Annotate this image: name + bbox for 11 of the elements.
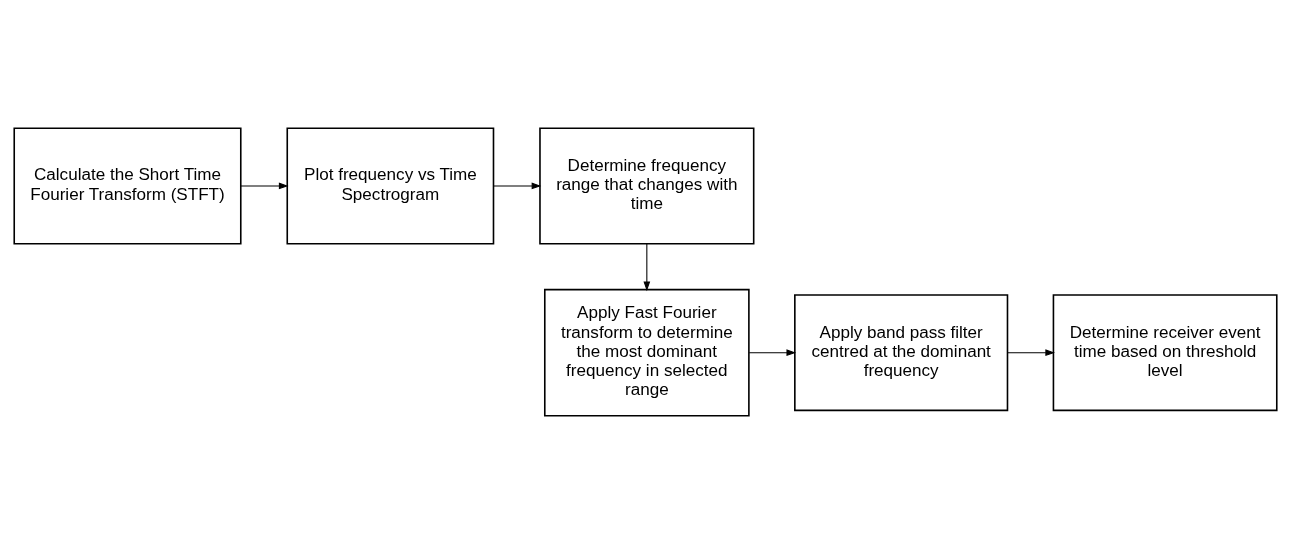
arrow xyxy=(748,349,797,357)
node-box: Calculate the Short Time Fourier Transform (STFT) xyxy=(13,127,242,245)
node-box: Plot frequency vs Time Spectrogram xyxy=(286,127,495,245)
node-box: Determine frequency range that changes with time xyxy=(539,127,755,245)
node-box: Determine receiver event time based on threshold level xyxy=(1052,294,1278,412)
node-box: Apply band pass filter centred at the dominant frequency xyxy=(794,294,1009,412)
arrow xyxy=(240,182,289,190)
arrow xyxy=(643,243,651,292)
arrow xyxy=(493,182,542,190)
arrow xyxy=(1007,349,1055,357)
node-box: Apply Fast Fourier transform to determine the most dominant frequency in selected range xyxy=(544,288,750,417)
